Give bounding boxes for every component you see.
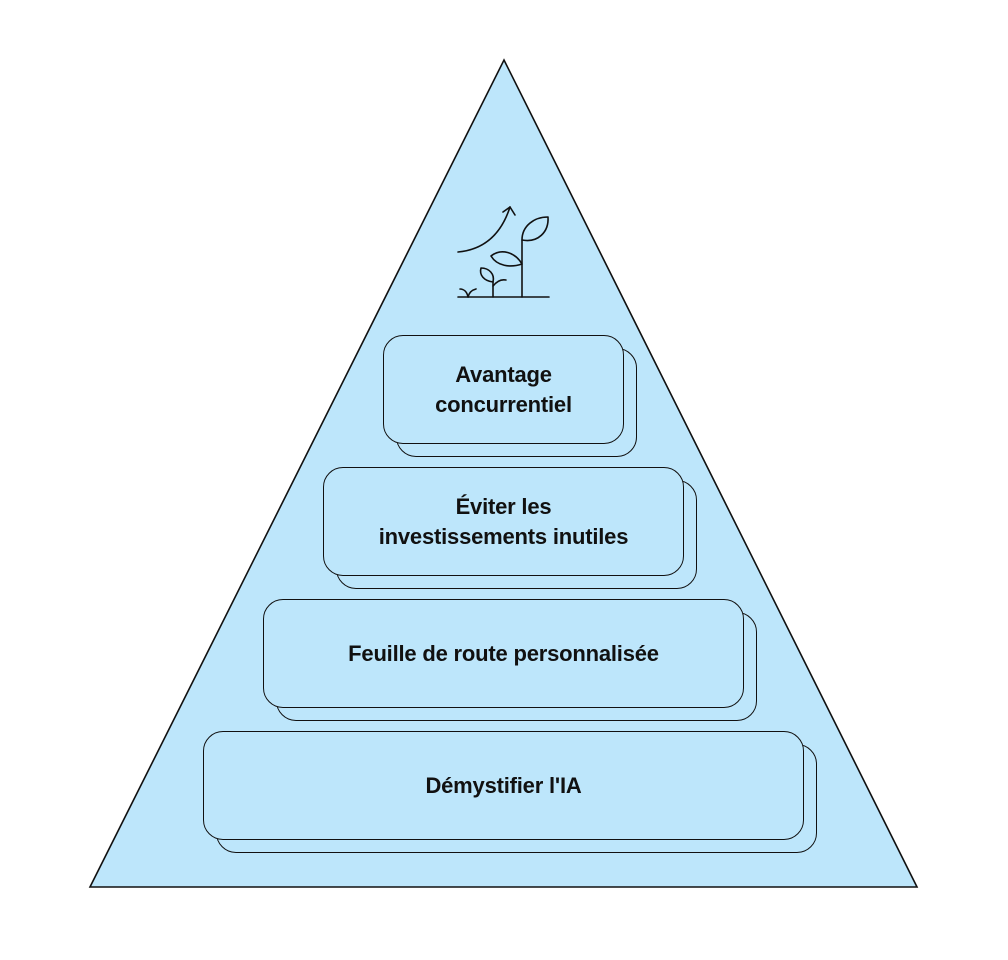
tier-card: Démystifier l'IA xyxy=(203,731,804,840)
tier-label: Éviter les investissements inutiles xyxy=(378,493,629,549)
tier-label: Feuille de route personnalisée xyxy=(348,640,659,666)
growth-plants-icon xyxy=(457,206,550,298)
tier-label: Avantage concurrentiel xyxy=(435,361,572,417)
tier-card: Avantage concurrentiel xyxy=(383,335,624,444)
tier-custom-roadmap: Feuille de route personnalisée xyxy=(263,599,757,721)
tier-card: Feuille de route personnalisée xyxy=(263,599,744,708)
tier-card: Éviter les investissements inutiles xyxy=(323,467,684,576)
tier-competitive-advantage: Avantage concurrentiel xyxy=(383,335,637,457)
tier-avoid-useless-investments: Éviter les investissements inutiles xyxy=(323,467,697,589)
tier-label: Démystifier l'IA xyxy=(425,772,582,798)
tier-demystify-ai: Démystifier l'IA xyxy=(203,731,817,853)
